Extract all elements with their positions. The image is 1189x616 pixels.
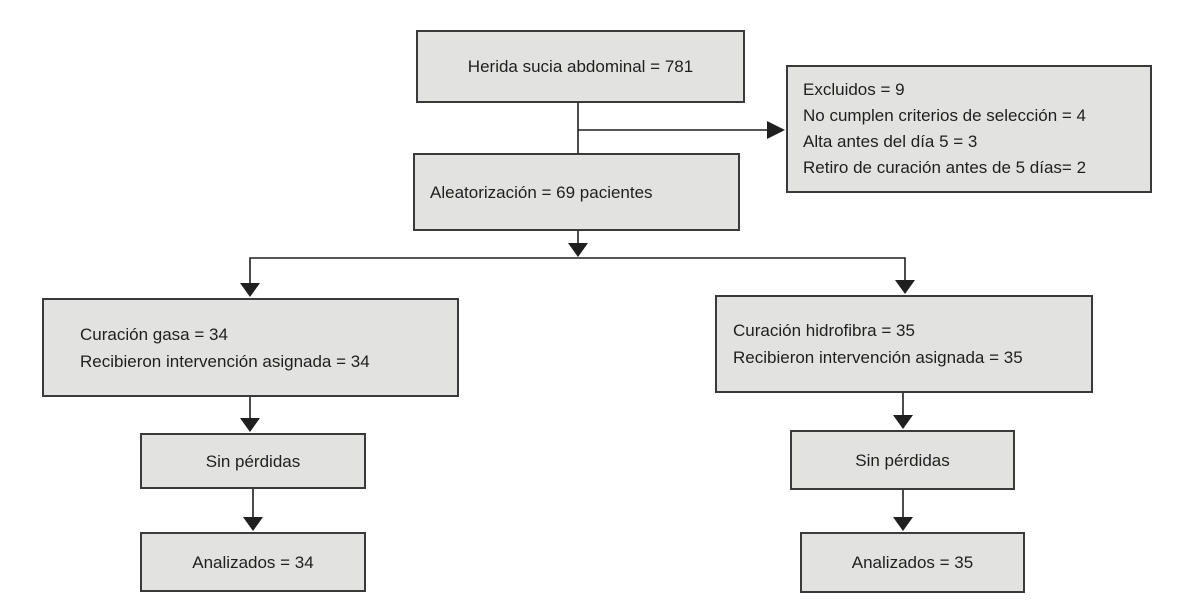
hydrofiber-analyzed-label: Analizados = 35 bbox=[851, 553, 974, 572]
box-randomization: Aleatorización = 69 pacientes bbox=[413, 153, 740, 231]
arrowhead-excluded bbox=[767, 121, 785, 139]
box-hydrofiber-arm: Curación hidrofibra = 35 Recibieron inte… bbox=[715, 295, 1093, 393]
arrowhead-gauze-analyzed bbox=[243, 517, 263, 531]
box-gauze-analyzed: Analizados = 34 bbox=[140, 532, 366, 592]
arrowhead-hydrofiber-arm bbox=[895, 280, 915, 294]
box-hydrofiber-no-losses: Sin pérdidas bbox=[790, 430, 1015, 490]
box-gauze-arm: Curación gasa = 34 Recibieron intervenci… bbox=[42, 298, 459, 397]
box-dirty-abdominal-wound: Herida sucia abdominal = 781 bbox=[416, 30, 745, 103]
arrowhead-hydrofiber-noloss bbox=[893, 415, 913, 429]
hydrofiber-arm-line-allocation: Curación hidrofibra = 35 bbox=[733, 321, 915, 340]
gauze-no-losses-label: Sin pérdidas bbox=[205, 451, 301, 471]
box-hydrofiber-analyzed: Analizados = 35 bbox=[800, 532, 1025, 593]
hydrofiber-no-losses-label: Sin pérdidas bbox=[855, 450, 950, 470]
box-gauze-no-losses: Sin pérdidas bbox=[140, 433, 366, 489]
gauze-arm-line-received: Recibieron intervención asignada = 34 bbox=[80, 351, 370, 371]
box-dirty-abdominal-wound-label: Herida sucia abdominal = 781 bbox=[467, 57, 694, 76]
excluded-line-discharge: Alta antes del día 5 = 3 bbox=[803, 132, 978, 151]
arrowhead-hydrofiber-analyzed bbox=[893, 517, 913, 531]
arrowhead-split bbox=[568, 243, 588, 257]
hydrofiber-arm-line-received: Recibieron intervención asignada = 35 bbox=[733, 348, 1023, 367]
excluded-line-total: Excluidos = 9 bbox=[803, 80, 905, 99]
arrowhead-gauze-arm bbox=[240, 283, 260, 297]
excluded-line-criteria: No cumplen criterios de selección = 4 bbox=[803, 106, 1086, 125]
box-randomization-label: Aleatorización = 69 pacientes bbox=[430, 182, 653, 202]
excluded-line-withdrawal: Retiro de curación antes de 5 días= 2 bbox=[803, 158, 1087, 177]
box-excluded: Excluidos = 9 No cumplen criterios de se… bbox=[786, 65, 1152, 193]
connector-split-bar bbox=[249, 257, 906, 284]
gauze-arm-line-allocation: Curación gasa = 34 bbox=[80, 324, 228, 344]
gauze-analyzed-label: Analizados = 34 bbox=[192, 552, 314, 572]
arrowhead-gauze-noloss bbox=[240, 418, 260, 432]
